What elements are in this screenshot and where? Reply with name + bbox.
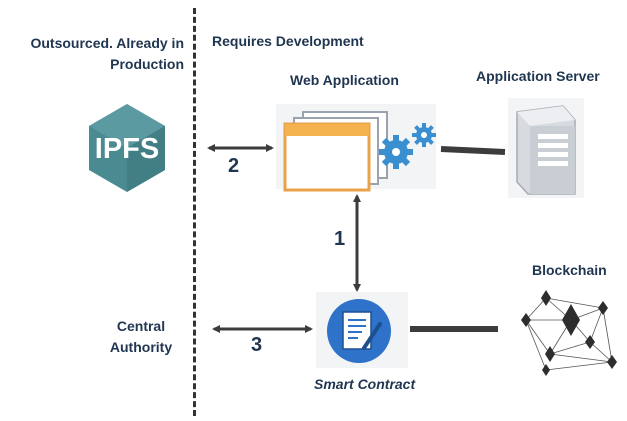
central-authority-label: Central Authority — [109, 318, 173, 355]
application-server-label: Application Server — [476, 68, 600, 84]
smart-contract-label: Smart Contract — [314, 376, 416, 392]
blockchain-label: Blockchain — [532, 262, 607, 278]
web-application-label: Web Application — [290, 72, 399, 88]
section-divider — [193, 8, 196, 416]
ipfs-logo-icon: IPFS — [89, 104, 165, 192]
ethereum-network-icon — [521, 290, 617, 376]
edge-label-1: 1 — [334, 228, 346, 250]
server-tower-icon — [508, 98, 584, 198]
ipfs-logo-text: IPFS — [95, 133, 159, 165]
document-pen-icon — [316, 292, 408, 368]
right-header: Requires Development — [212, 33, 364, 49]
edge-label-2: 2 — [228, 155, 240, 177]
left-header: Outsourced. Already in Production — [30, 35, 184, 72]
edge-label-3: 3 — [251, 334, 263, 356]
browser-window-gears-icon — [276, 104, 436, 192]
web-to-server-connector — [440, 146, 506, 155]
